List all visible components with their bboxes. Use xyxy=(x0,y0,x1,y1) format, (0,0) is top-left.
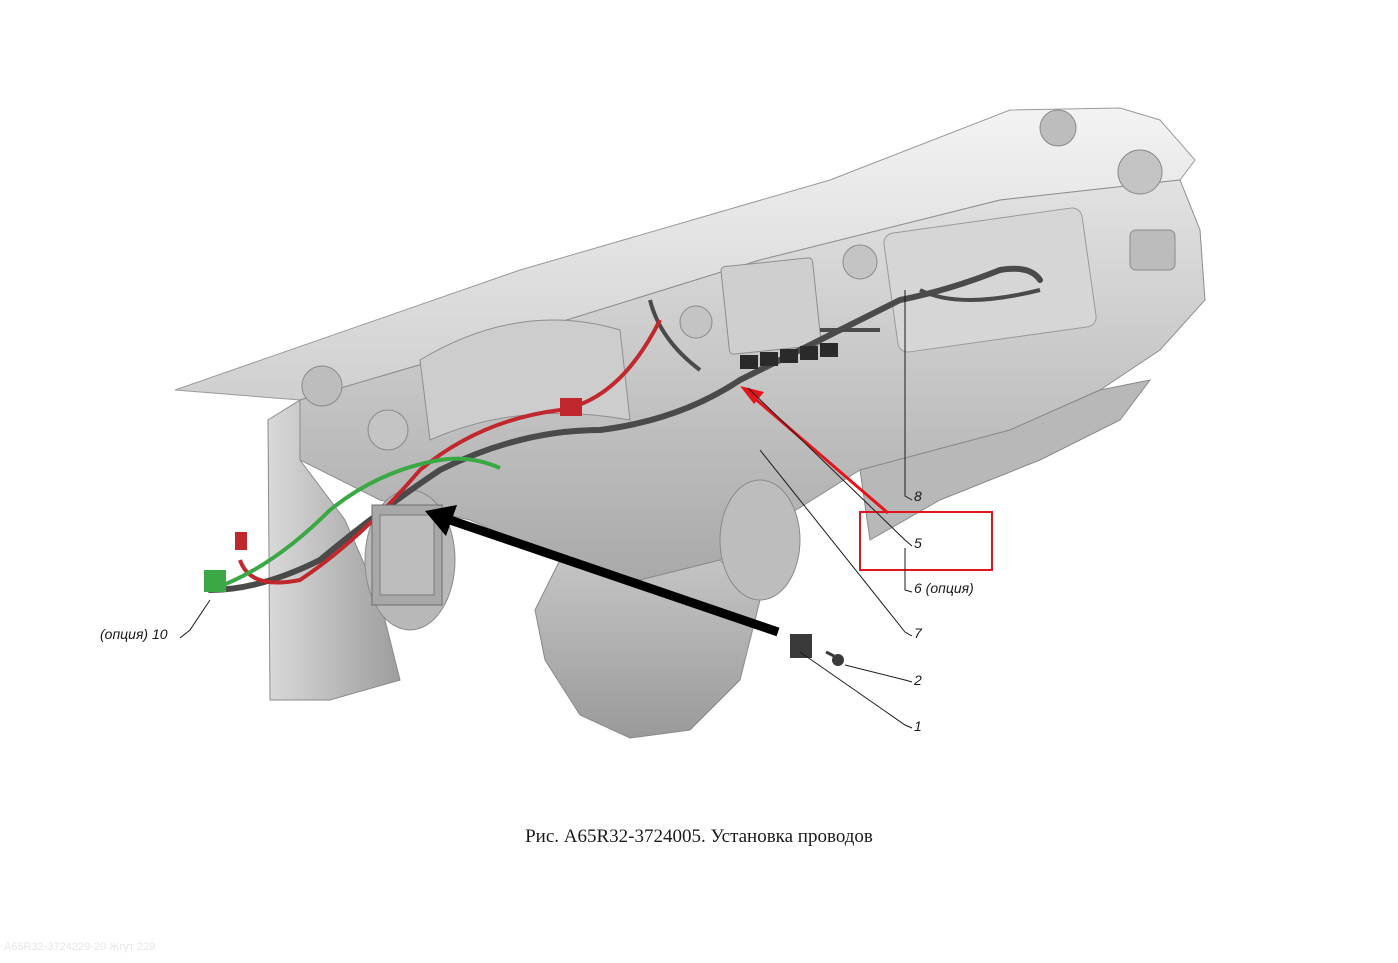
dashboard-panel xyxy=(174,107,1206,739)
left-air-vent xyxy=(367,409,409,451)
black-pointer-arrow xyxy=(425,505,780,637)
callout-10: (опция) 10 xyxy=(100,626,168,642)
part-1-bracket xyxy=(790,634,812,658)
red-connector xyxy=(235,532,247,550)
callout-6: 6 (опция) xyxy=(914,580,974,596)
callout-7: 7 xyxy=(914,625,923,641)
right-air-vent xyxy=(1117,149,1163,195)
green-harness xyxy=(209,456,501,592)
glovebox-lower-shell xyxy=(859,379,1152,541)
right-side-vent xyxy=(1129,229,1176,271)
main-harness-branch xyxy=(648,288,1041,372)
left-cupholder xyxy=(301,365,343,407)
callout-1: 1 xyxy=(914,718,922,734)
red-highlight-box xyxy=(859,511,993,571)
right-cupholder xyxy=(1039,109,1077,147)
footer-code: А65R32-3724229-20 Жгут 229 xyxy=(4,941,156,953)
center-air-vent-left xyxy=(679,305,713,339)
red-highlight xyxy=(740,386,993,571)
red-connector-center xyxy=(560,398,582,416)
wiring-harnesses xyxy=(204,265,1043,666)
relay-connector-block xyxy=(740,343,838,369)
green-connector xyxy=(204,570,226,592)
center-air-vent-right xyxy=(842,244,878,280)
callout-labels: 8 5 6 (опция) 7 2 1 (опция) 10 xyxy=(100,488,974,734)
callout-8: 8 xyxy=(914,488,922,504)
callout-2: 2 xyxy=(913,672,922,688)
figure-caption: Рис. А65R32-3724005. Установка проводов xyxy=(525,826,873,847)
leader-lines xyxy=(179,290,913,729)
part-2-screw xyxy=(825,650,844,666)
main-harness xyxy=(207,265,1043,593)
callout-5: 5 xyxy=(914,535,922,551)
glovebox-lid xyxy=(883,207,1097,353)
console-cutout xyxy=(719,479,801,601)
fuse-box xyxy=(371,504,443,606)
radio-display xyxy=(720,257,822,355)
